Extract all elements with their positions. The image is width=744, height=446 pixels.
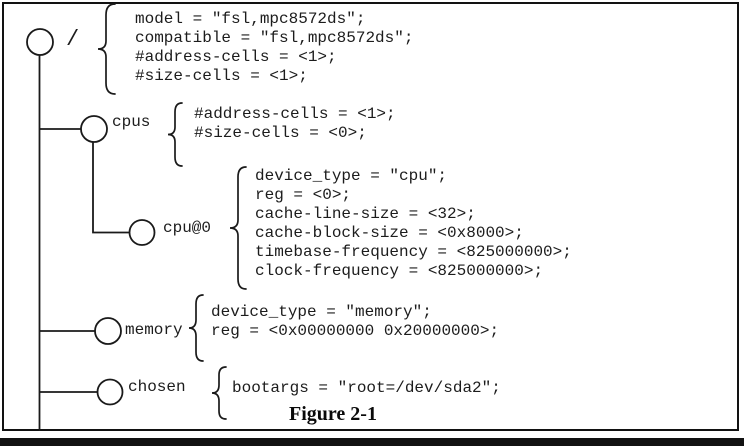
- node-circle-cpu0: [128, 219, 156, 246]
- figure-border: [2, 2, 739, 431]
- properties-brace-root: [97, 3, 116, 95]
- properties-chosen: bootargs = "root=/dev/sda2";: [232, 379, 501, 397]
- node-circle-memory: [94, 317, 122, 345]
- figure-caption: Figure 2-1: [289, 403, 377, 425]
- page-bottom-rule: [0, 438, 744, 446]
- node-circle-root: [26, 28, 54, 56]
- properties-cpus: #address-cells = <1>; #size-cells = <0>;: [194, 105, 396, 142]
- branch-line-cpu0: [92, 141, 130, 234]
- node-label-cpu0: cpu@0: [163, 219, 212, 237]
- node-label-cpus: cpus: [112, 113, 151, 131]
- node-label-memory: memory: [125, 321, 183, 339]
- properties-brace-chosen: [211, 366, 227, 420]
- properties-cpu0: device_type = "cpu"; reg = <0>; cache-li…: [255, 167, 572, 280]
- properties-brace-cpus: [167, 102, 183, 167]
- properties-brace-memory: [188, 294, 204, 362]
- properties-root: model = "fsl,mpc8572ds"; compatible = "f…: [135, 10, 414, 85]
- node-circle-chosen: [96, 378, 124, 406]
- properties-memory: device_type = "memory"; reg = <0x0000000…: [211, 303, 500, 340]
- node-label-root: /: [66, 27, 80, 52]
- node-label-chosen: chosen: [128, 378, 186, 396]
- node-circle-cpus: [80, 115, 108, 143]
- properties-brace-cpu0: [229, 166, 247, 290]
